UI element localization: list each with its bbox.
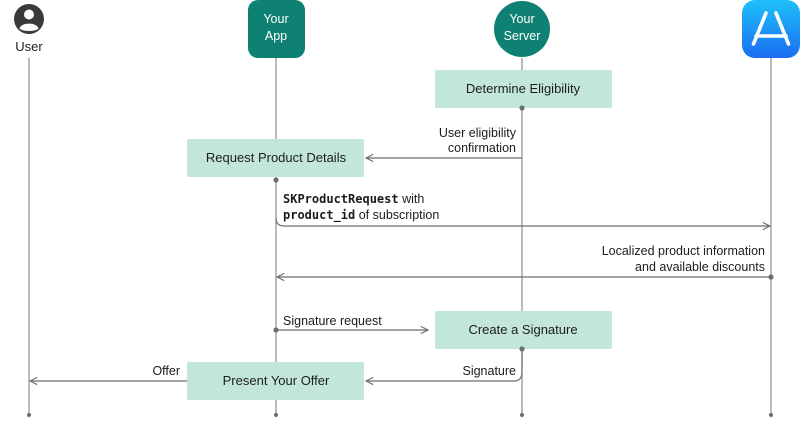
server-label-line2: Server xyxy=(504,29,541,43)
create-signature-label: Create a Signature xyxy=(468,322,577,337)
user-actor: User xyxy=(14,4,44,54)
determine-eligibility-label: Determine Eligibility xyxy=(466,81,581,96)
app-actor: Your App xyxy=(248,0,305,58)
app-label-line1: Your xyxy=(263,12,288,26)
person-icon xyxy=(14,4,44,34)
app-actor-box xyxy=(248,0,305,58)
user-label: User xyxy=(15,39,43,54)
request-details-anchor-dot xyxy=(273,177,279,183)
server-lifeline-end xyxy=(520,413,524,417)
create-signature-step: Create a Signature xyxy=(435,311,612,349)
present-offer-step: Present Your Offer xyxy=(187,362,364,400)
signature-label: Signature xyxy=(462,364,516,378)
create-signature-anchor-dot xyxy=(519,346,525,352)
sk-request-code1: SKProductRequest xyxy=(283,192,399,206)
eligibility-anchor-dot xyxy=(519,105,525,111)
localized-info-line2: and available discounts xyxy=(635,260,765,274)
sk-request-code2: product_id xyxy=(283,208,355,223)
server-actor-circle xyxy=(494,1,550,57)
sk-request-line2: product_id of subscription xyxy=(283,208,439,223)
signature-request-label: Signature request xyxy=(283,314,382,328)
request-product-details-step: Request Product Details xyxy=(187,139,364,177)
eligibility-confirmation-line1: User eligibility xyxy=(439,126,517,140)
store-lifeline-end xyxy=(769,413,773,417)
signature-arrow xyxy=(366,352,523,381)
app-label-line2: App xyxy=(265,29,287,43)
sk-request-text2: of subscription xyxy=(355,208,439,222)
present-offer-label: Present Your Offer xyxy=(223,373,330,388)
determine-eligibility-step: Determine Eligibility xyxy=(435,70,612,108)
app-lifeline-end xyxy=(274,413,278,417)
offer-label: Offer xyxy=(152,364,180,378)
app-store-icon xyxy=(742,0,800,58)
user-lifeline-end xyxy=(27,413,31,417)
sk-request-arrow xyxy=(275,217,770,226)
eligibility-confirmation-line2: confirmation xyxy=(448,141,516,155)
sk-request-line1: SKProductRequest with xyxy=(283,192,424,206)
server-label-line1: Your xyxy=(509,12,534,26)
server-actor: Your Server xyxy=(494,1,550,57)
localized-info-line1: Localized product information xyxy=(602,244,765,258)
sk-request-text1: with xyxy=(399,192,425,206)
request-product-details-label: Request Product Details xyxy=(206,150,347,165)
